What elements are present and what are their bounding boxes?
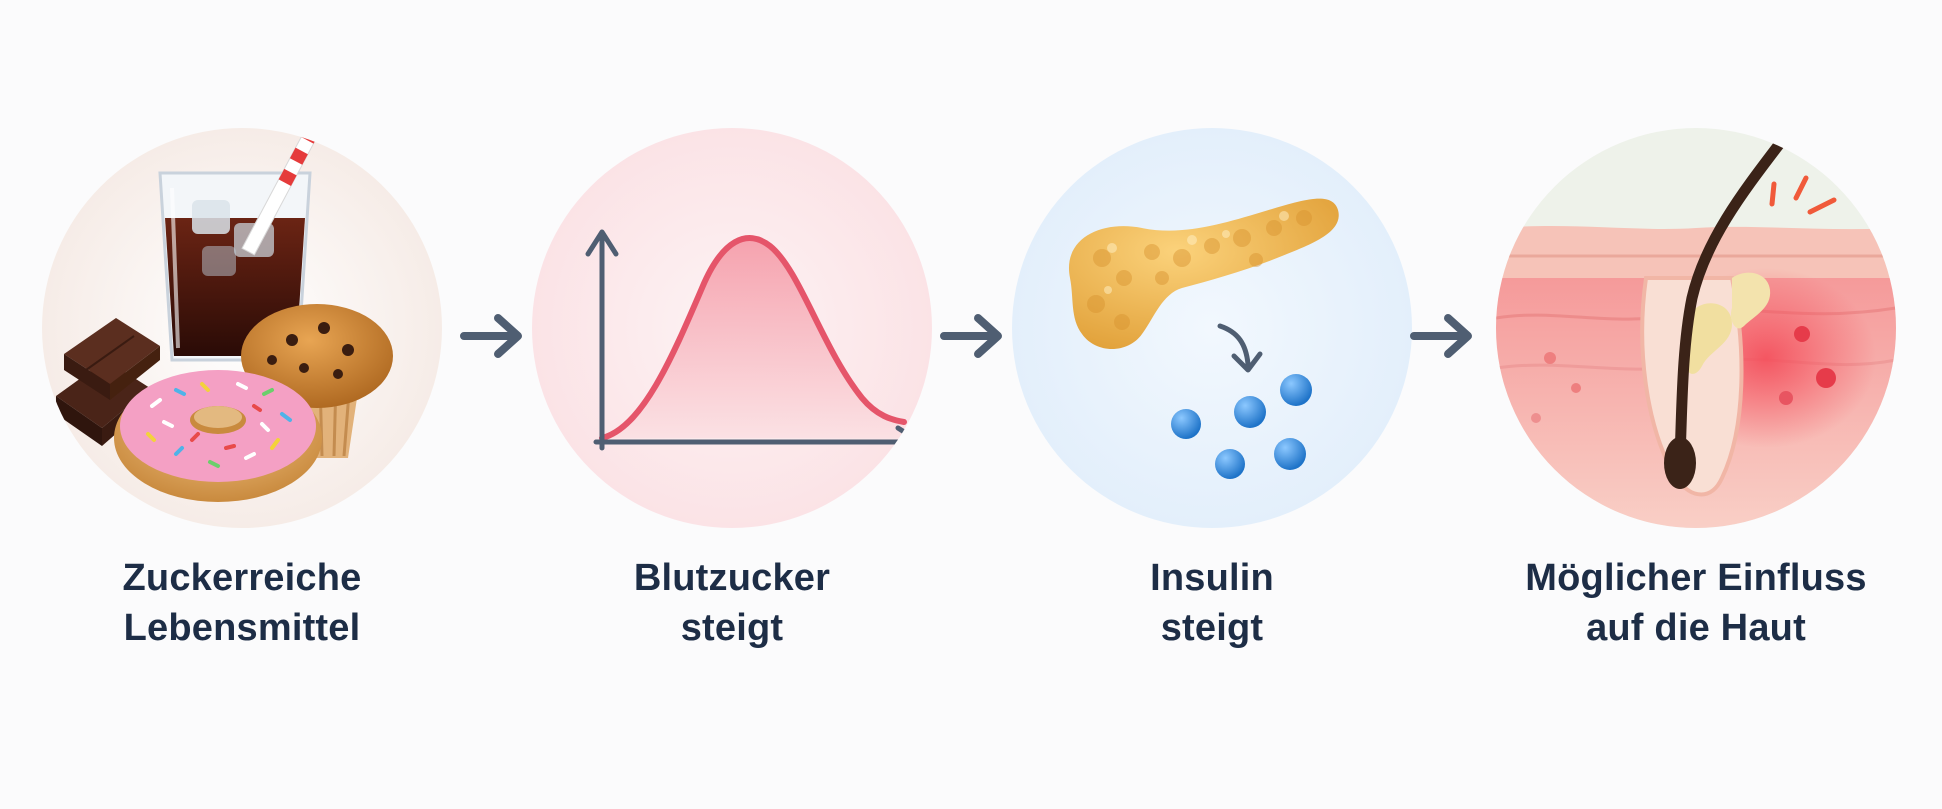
- donut-icon: [114, 370, 322, 502]
- blood-sugar-illustration: [532, 128, 932, 528]
- food-illustration: [42, 128, 442, 528]
- skin-illustration: [1496, 128, 1896, 528]
- step-label-skin: Möglicher Einfluss auf die Haut: [1525, 557, 1867, 649]
- step-label-blood-sugar: Blutzucker steigt: [633, 557, 831, 649]
- insulin-illustration: [1012, 128, 1412, 528]
- pancreas-icon: [1068, 198, 1339, 349]
- step-label-food: Zuckerreiche Lebensmittel: [122, 557, 362, 649]
- arrow-right-icon: [938, 308, 1008, 364]
- insulin-dots-icon: [1171, 323, 1312, 479]
- arrow-right-icon: [458, 308, 528, 364]
- step-label-insulin: Insulin steigt: [1150, 557, 1274, 649]
- arrow-right-icon: [1408, 308, 1478, 364]
